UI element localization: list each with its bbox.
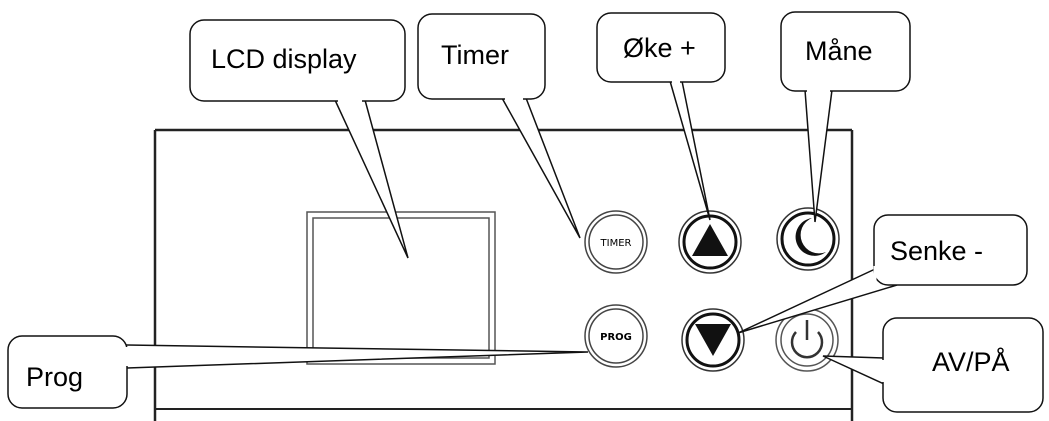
power-icon [790, 331, 824, 359]
callout-prog-label: Prog [26, 362, 83, 392]
callout-decrease[interactable]: Senke - [737, 214, 1028, 334]
callout-timer-label: Timer [441, 40, 509, 70]
callout-lcd-label: LCD display [211, 44, 357, 74]
callout-power[interactable]: AV/PÅ [822, 317, 1044, 413]
prog-button[interactable]: PROG [584, 304, 648, 368]
triangle-down-icon [695, 324, 731, 356]
increase-button[interactable] [678, 210, 742, 274]
callout-moon[interactable]: Måne [780, 11, 911, 223]
callout-lcd-display: LCD display [189, 19, 409, 259]
device-panel [153, 128, 854, 421]
power-button[interactable] [775, 308, 839, 372]
triangle-up-icon [692, 224, 728, 256]
callout-moon-label: Måne [805, 36, 873, 66]
callout-increase[interactable]: Øke + [596, 12, 726, 221]
timer-button-label: TIMER [600, 238, 632, 249]
callout-increase-label: Øke + [623, 33, 696, 63]
decrease-button[interactable] [681, 308, 745, 372]
callout-power-label: AV/PÅ [932, 346, 1010, 377]
moon-icon [795, 218, 826, 256]
timer-button[interactable]: TIMER [584, 210, 648, 274]
callout-prog[interactable]: Prog [7, 335, 589, 409]
callout-decrease-label: Senke - [890, 236, 983, 266]
callout-timer[interactable]: Timer [417, 13, 581, 239]
prog-button-label: PROG [600, 332, 632, 343]
moon-button[interactable] [776, 207, 840, 271]
